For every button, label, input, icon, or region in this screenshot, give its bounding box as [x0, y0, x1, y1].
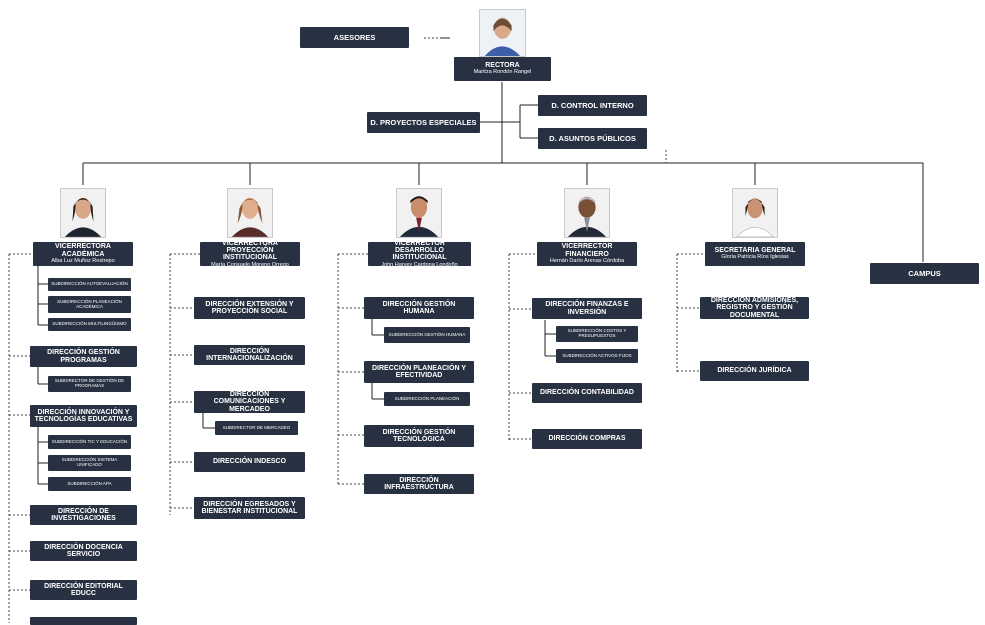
subdireccion-planeacion[interactable]: SUBDIRECCIÓN PLANEACIÓN: [384, 392, 470, 406]
direccion-docencia-servicio[interactable]: DIRECCIÓN DOCENCIA SERVICIO: [30, 541, 137, 561]
col1-item-8: SUBDIRECCIÓN APA: [67, 480, 112, 486]
rectora-box[interactable]: RECTORA Maritza Rondón Rangel: [454, 57, 551, 81]
col1-item-5: DIRECCIÓN INNOVACIÓN Y TECNOLOGÍAS EDUCA…: [34, 408, 133, 423]
col2-name: María Consuelo Moreno Orrego: [211, 261, 289, 268]
rectora-title: RECTORA: [485, 61, 520, 69]
subdireccion-sistema-unificado[interactable]: SUBDIRECCIÓN SISTEMA UNIFICADO: [48, 455, 131, 471]
direccion-planeacion[interactable]: DIRECCIÓN PLANEACIÓN Y EFECTIVIDAD: [364, 361, 474, 383]
asuntos-publicos-label: D. ASUNTOS PÚBLICOS: [549, 133, 636, 143]
direccion-infraestructura[interactable]: DIRECCIÓN INFRAESTRUCTURA: [364, 474, 474, 494]
col1-title: VICERRECTORA ACADÉMICA: [55, 243, 111, 258]
col1-item-11: DIRECCIÓN EDITORIAL EDUCC: [44, 582, 123, 597]
subdirector-mercadeo[interactable]: SUBDIRECTOR DE MERCADEO: [215, 421, 298, 435]
rectora-photo: [479, 9, 526, 57]
direccion-gestion-programas[interactable]: DIRECCIÓN GESTIÓN PROGRAMAS: [30, 346, 137, 367]
direccion-extension[interactable]: DIRECCIÓN EXTENSIÓN Y PROYECCIÓN SOCIAL: [194, 297, 305, 319]
col5-item-0: DIRECCIÓN ADMISIONES, REGISTRO Y GESTIÓN…: [710, 296, 799, 319]
secretaria-general-box[interactable]: SECRETARIA GENERAL Gloria Patricia Ríos …: [705, 242, 805, 266]
col1-item-0: SUBDIRECCIÓN AUTOEVALUACIÓN: [51, 281, 128, 287]
col1-item-3: DIRECCIÓN GESTIÓN PROGRAMAS: [47, 349, 120, 364]
col1-item-10: DIRECCIÓN DOCENCIA SERVICIO: [44, 543, 123, 558]
direccion-indesco[interactable]: DIRECCIÓN INDESCO: [194, 452, 305, 472]
col3-title: VICERRECTOR DESARROLLO INSTITUCIONAL: [392, 239, 447, 262]
subdireccion-apa[interactable]: SUBDIRECCIÓN APA: [48, 477, 131, 491]
col4-title: VICERRECTOR FINANCIERO: [561, 243, 613, 258]
subdirector-gestion-programas[interactable]: SUBDIRECTOR DE GESTIÓN DE PROGRAMAS: [48, 376, 131, 392]
col4-item-0: DIRECCIÓN FINANZAS E INVERSIÓN: [545, 301, 629, 316]
subdireccion-planeacion-academica[interactable]: SUBDIRECCIÓN PLANEACIÓN ACADÉMICA: [48, 296, 131, 313]
direccion-contabilidad[interactable]: DIRECCIÓN CONTABILIDAD: [532, 383, 642, 403]
vicerrector-desarrollo-box[interactable]: VICERRECTOR DESARROLLO INSTITUCIONAL Joh…: [368, 239, 471, 268]
col3-item-0: DIRECCIÓN GESTIÓN HUMANA: [382, 300, 456, 315]
vicerrector-financiero-photo: [564, 188, 610, 238]
col1-item-6: SUBDIRECCIÓN TIC Y EDUCACIÓN: [51, 438, 128, 444]
col4-item-4: DIRECCIÓN COMPRAS: [548, 435, 626, 443]
col5-item-1: DIRECCIÓN JURÍDICA: [717, 367, 792, 375]
col3-item-2: DIRECCIÓN PLANEACIÓN Y EFECTIVIDAD: [372, 364, 466, 379]
campus-box[interactable]: CAMPUS: [870, 263, 979, 284]
col1-item-2: SUBDIRECCIÓN MULTILINGÜISMO: [52, 321, 127, 327]
vicerrectora-proyeccion-photo: [227, 188, 273, 238]
col2-item-1: DIRECCIÓN INTERNACIONALIZACIÓN: [206, 347, 293, 362]
vicerrectora-proyeccion-box[interactable]: VICERRECTORA PROYECCIÓN INSTITUCIONAL Ma…: [200, 239, 300, 268]
col1-item-1: SUBDIRECCIÓN PLANEACIÓN ACADÉMICA: [57, 298, 122, 309]
direccion-gestion-tecnologica[interactable]: DIRECCIÓN GESTIÓN TECNOLÓGICA: [364, 425, 474, 447]
col3-item-5: DIRECCIÓN INFRAESTRUCTURA: [384, 476, 454, 491]
direccion-finanzas[interactable]: DIRECCIÓN FINANZAS E INVERSIÓN: [532, 298, 642, 319]
campus-label: CAMPUS: [908, 268, 941, 278]
control-interno-box[interactable]: D. CONTROL INTERNO: [538, 95, 647, 116]
col4-item-2: SUBDIRECCIÓN ACTIVOS FIJOS: [562, 352, 632, 358]
col3-name: John Harvey Cardona Londoño: [381, 261, 458, 268]
direccion-comunicaciones[interactable]: DIRECCIÓN COMUNICACIONES Y MERCADEO: [194, 391, 305, 413]
direccion-gestion-humana[interactable]: DIRECCIÓN GESTIÓN HUMANA: [364, 297, 474, 319]
subdireccion-multilinguismo[interactable]: SUBDIRECCIÓN MULTILINGÜISMO: [48, 318, 131, 331]
asuntos-publicos-box[interactable]: D. ASUNTOS PÚBLICOS: [538, 128, 647, 149]
col5-title: SECRETARIA GENERAL: [714, 246, 796, 254]
vicerrector-financiero-box[interactable]: VICERRECTOR FINANCIERO Hernán Darío Aren…: [537, 242, 637, 266]
col1-item-4: SUBDIRECTOR DE GESTIÓN DE PROGRAMAS: [54, 378, 125, 388]
proyectos-especiales-label: D. PROYECTOS ESPECIALES: [370, 117, 477, 127]
subdireccion-tic[interactable]: SUBDIRECCIÓN TIC Y EDUCACIÓN: [48, 435, 131, 449]
col3-item-1: SUBDIRECCIÓN GESTIÓN HUMANA: [388, 331, 466, 337]
col2-item-5: DIRECCIÓN EGRESADOS Y BIENESTAR INSTITUC…: [201, 500, 298, 515]
vicerrector-desarrollo-photo: [396, 188, 442, 238]
col1-item-7: SUBDIRECCIÓN SISTEMA UNIFICADO: [61, 457, 118, 467]
col2-title: VICERRECTORA PROYECCIÓN INSTITUCIONAL: [222, 239, 278, 262]
asesores-label: ASESORES: [333, 32, 376, 42]
subdireccion-costos[interactable]: SUBDIRECCIÓN COSTOS Y PRESUPUESTOS: [556, 326, 638, 342]
direccion-investigaciones[interactable]: DIRECCIÓN DE INVESTIGACIONES: [30, 505, 137, 525]
vicerrectora-academica-photo: [60, 188, 106, 238]
subdireccion-gestion-humana[interactable]: SUBDIRECCIÓN GESTIÓN HUMANA: [384, 327, 470, 343]
direccion-cut-off: [30, 617, 137, 625]
direccion-innovacion-tecnologias[interactable]: DIRECCIÓN INNOVACIÓN Y TECNOLOGÍAS EDUCA…: [30, 405, 137, 427]
col1-item-9: DIRECCIÓN DE INVESTIGACIONES: [51, 507, 116, 522]
col3-item-3: SUBDIRECCIÓN PLANEACIÓN: [394, 395, 460, 401]
col4-item-3: DIRECCIÓN CONTABILIDAD: [540, 389, 634, 397]
direccion-admisiones[interactable]: DIRECCIÓN ADMISIONES, REGISTRO Y GESTIÓN…: [700, 297, 809, 319]
direccion-internacionalizacion[interactable]: DIRECCIÓN INTERNACIONALIZACIÓN: [194, 345, 305, 365]
col2-item-0: DIRECCIÓN EXTENSIÓN Y PROYECCIÓN SOCIAL: [205, 300, 294, 315]
col4-name: Hernán Darío Arenas Córdoba: [549, 257, 625, 264]
asesores-box[interactable]: ASESORES: [300, 27, 409, 48]
subdireccion-activos-fijos[interactable]: SUBDIRECCIÓN ACTIVOS FIJOS: [556, 349, 638, 363]
direccion-compras[interactable]: DIRECCIÓN COMPRAS: [532, 429, 642, 449]
direccion-juridica[interactable]: DIRECCIÓN JURÍDICA: [700, 361, 809, 381]
col1-name: Alba Luz Muñoz Restrepo: [51, 257, 115, 264]
vicerrectora-academica-box[interactable]: VICERRECTORA ACADÉMICA Alba Luz Muñoz Re…: [33, 242, 133, 266]
col5-name: Gloria Patricia Ríos Iglesias: [721, 254, 789, 261]
col2-item-4: DIRECCIÓN INDESCO: [212, 458, 287, 466]
rectora-name: Maritza Rondón Rangel: [473, 69, 532, 76]
subdireccion-autoevaluacion[interactable]: SUBDIRECCIÓN AUTOEVALUACIÓN: [48, 278, 131, 291]
direccion-editorial-educc[interactable]: DIRECCIÓN EDITORIAL EDUCC: [30, 580, 137, 600]
secretaria-general-photo: [732, 188, 778, 238]
direccion-egresados[interactable]: DIRECCIÓN EGRESADOS Y BIENESTAR INSTITUC…: [194, 497, 305, 519]
col4-item-1: SUBDIRECCIÓN COSTOS Y PRESUPUESTOS: [567, 328, 627, 338]
col3-item-4: DIRECCIÓN GESTIÓN TECNOLÓGICA: [382, 428, 456, 443]
control-interno-label: D. CONTROL INTERNO: [551, 100, 634, 110]
col2-item-3: SUBDIRECTOR DE MERCADEO: [222, 424, 291, 430]
proyectos-especiales-box[interactable]: D. PROYECTOS ESPECIALES: [367, 112, 480, 133]
col2-item-2: DIRECCIÓN COMUNICACIONES Y MERCADEO: [213, 390, 286, 413]
